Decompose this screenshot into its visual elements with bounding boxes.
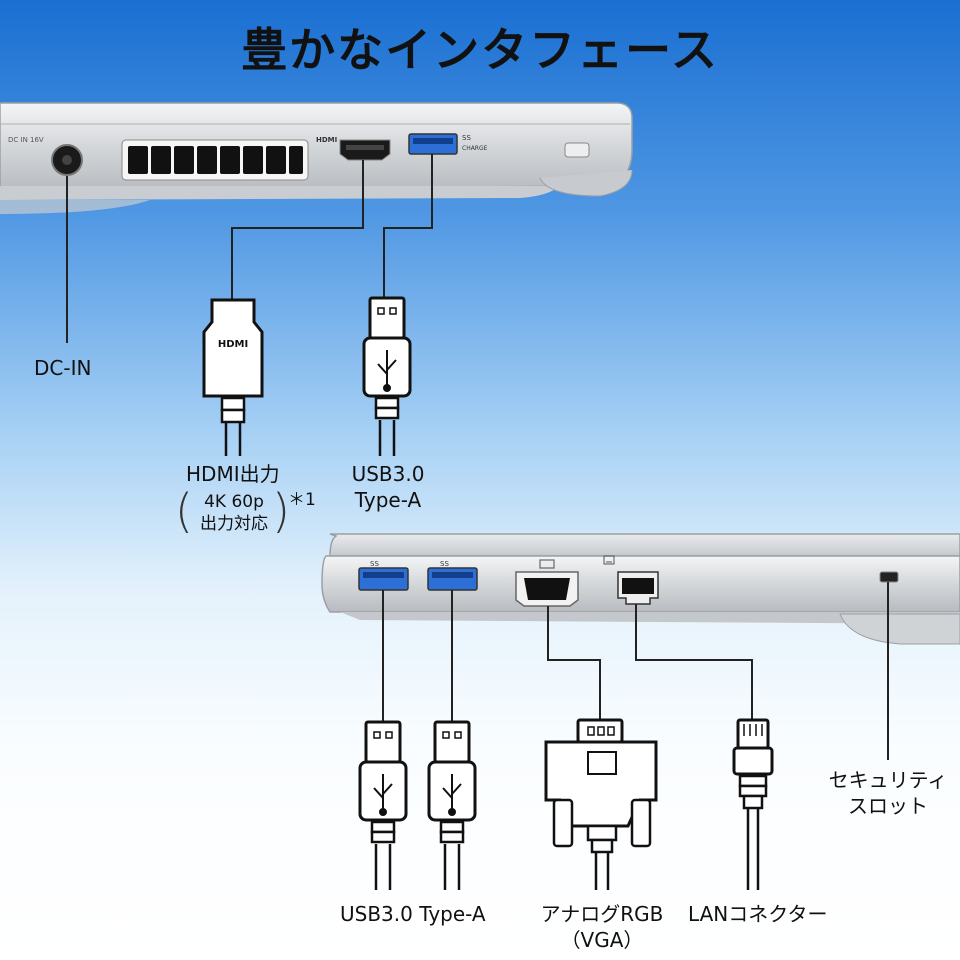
vga-port bbox=[515, 559, 579, 607]
top-connector-lines bbox=[66, 154, 433, 343]
hdmi-port bbox=[339, 139, 391, 161]
lan-plug-icon bbox=[732, 718, 774, 890]
page-title: 豊かなインタフェース bbox=[241, 23, 719, 77]
dcin-marking: DC IN 16V bbox=[8, 136, 44, 144]
label-vga-line2: （VGA） bbox=[560, 928, 644, 952]
lan-port bbox=[603, 555, 659, 605]
bottom-connector-lines bbox=[382, 582, 889, 760]
hdmi-marking: HDMI bbox=[316, 136, 337, 144]
usb-symbol-bottom-1 bbox=[373, 774, 393, 816]
label-usb-bottom: USB3.0 Type-A bbox=[340, 902, 486, 926]
label-hdmi-sub2: 出力対応 bbox=[200, 514, 268, 534]
usb-charge-marking: CHARGE bbox=[462, 145, 488, 152]
label-usb-top-line1: USB3.0 bbox=[351, 462, 425, 486]
label-vga-line1: アナログRGB bbox=[540, 902, 664, 926]
paren-left: ( bbox=[175, 484, 193, 538]
usb-ss-marking: SS bbox=[462, 134, 471, 142]
usb-symbol-bottom-2 bbox=[442, 774, 462, 816]
label-hdmi-sub1: 4K 60p bbox=[204, 492, 264, 512]
usb-port-bottom-1 bbox=[358, 567, 409, 591]
hdmi-plug-logo: HDMI bbox=[218, 339, 248, 350]
vent bbox=[121, 139, 309, 181]
dc-in-jack bbox=[51, 144, 83, 176]
hdmi-plug-icon bbox=[202, 298, 264, 456]
security-slot bbox=[879, 571, 899, 583]
usb-plug-bottom-2-icon bbox=[427, 720, 477, 890]
label-security-line2: スロット bbox=[848, 794, 928, 818]
label-hdmi-note: ＊1 bbox=[288, 490, 316, 510]
small-slot bbox=[564, 142, 590, 158]
label-lan: LANコネクター bbox=[688, 902, 828, 926]
usb-ss-marking-bottom-2: SS bbox=[440, 560, 449, 568]
laptop-bottom-side bbox=[321, 533, 960, 645]
label-hdmi-title: HDMI出力 bbox=[186, 462, 280, 486]
paren-right: ) bbox=[272, 484, 290, 538]
usb-symbol-top bbox=[377, 350, 397, 392]
vga-plug-icon bbox=[544, 718, 658, 890]
label-security-line1: セキュリティ bbox=[828, 768, 948, 792]
usb-ss-marking-bottom-1: SS bbox=[370, 560, 379, 568]
usb-port-bottom-2 bbox=[427, 567, 478, 591]
usb-port-top bbox=[408, 133, 458, 155]
label-dc-in: DC-IN bbox=[34, 356, 92, 380]
label-usb-top-line2: Type-A bbox=[354, 488, 422, 512]
laptop-top-side bbox=[0, 102, 633, 214]
